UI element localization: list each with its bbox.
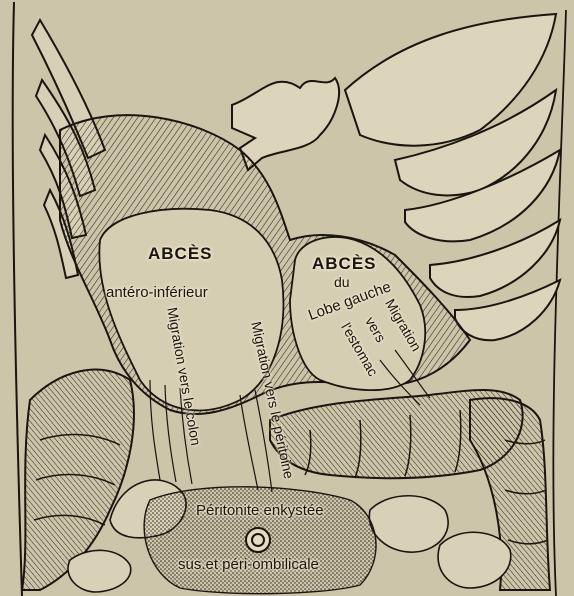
abces-antero-subtitle: antéro-inférieur <box>106 284 208 301</box>
peritonite-label: Péritonite enkystée <box>196 502 324 519</box>
umbilicus <box>246 528 270 552</box>
ombilicale-label: sus.et péri-ombilicale <box>178 556 319 573</box>
abces-gauche-title: ABCÈS <box>312 254 377 274</box>
abces-antero-title: ABCÈS <box>148 244 213 264</box>
abces-gauche-du: du <box>334 274 350 290</box>
